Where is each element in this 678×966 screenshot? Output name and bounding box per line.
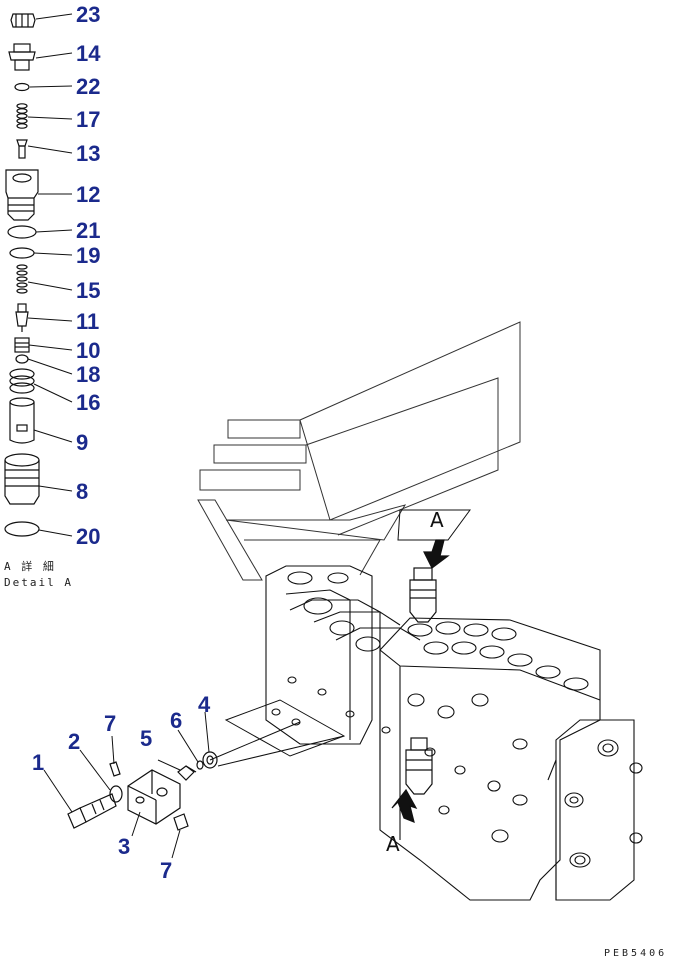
callout-14: 14 — [76, 41, 101, 66]
control-valve-assembly — [265, 565, 643, 901]
part-16-spring — [9, 368, 35, 394]
part-19-ring — [9, 247, 35, 259]
callout-23: 23 — [76, 2, 101, 27]
part-1-bolt — [67, 793, 117, 829]
part-6-orifice — [196, 760, 204, 770]
part-9-sleeve — [9, 397, 35, 444]
callout-12: 12 — [76, 182, 101, 207]
assembly-leaders — [43, 711, 210, 859]
detail-caption-en: Detail A — [4, 576, 73, 589]
part-10-piston — [14, 337, 30, 353]
callout-7-upper: 7 — [104, 711, 117, 736]
callout-7-lower: 7 — [160, 858, 173, 883]
part-13-poppet — [16, 139, 28, 159]
relief-valve-upper — [409, 539, 450, 623]
callout-22: 22 — [76, 74, 101, 99]
callout-9: 9 — [76, 430, 89, 455]
view-box-top — [397, 509, 471, 541]
part-7-screw-upper — [109, 761, 121, 777]
part-21-oring — [7, 225, 37, 239]
callout-11: 11 — [76, 309, 100, 334]
part-17-spring — [16, 103, 28, 129]
callout-17: 17 — [76, 107, 101, 132]
part-18-ring — [15, 354, 29, 364]
callout-21: 21 — [76, 218, 101, 243]
callout-18: 18 — [76, 362, 101, 387]
callout-5: 5 — [140, 726, 153, 751]
callout-16: 16 — [76, 390, 101, 415]
callout-15: 15 — [76, 278, 101, 303]
callout-2: 2 — [68, 729, 81, 754]
part-3-block — [127, 769, 181, 825]
detail-caption-jp: A 詳 細 — [4, 560, 56, 573]
callout-4: 4 — [198, 692, 211, 717]
part-14-plug — [8, 43, 36, 71]
part-4-plug — [202, 751, 218, 769]
callout-13: 13 — [76, 141, 101, 166]
callout-3: 3 — [118, 834, 131, 859]
part-15-spring — [16, 264, 28, 294]
part-20-oring — [4, 521, 40, 537]
callout-8: 8 — [76, 479, 89, 504]
view-marker-a-top: A — [430, 508, 444, 532]
part-22-oring — [14, 82, 30, 92]
detail-leaders — [27, 13, 73, 537]
callout-1: 1 — [32, 750, 45, 775]
part-7-screw-lower — [173, 813, 189, 831]
logo-watermark — [197, 321, 521, 581]
part-23-cap — [10, 13, 36, 28]
callout-6: 6 — [170, 708, 183, 733]
part-12-sleeve — [5, 169, 39, 221]
drawing-code: PEB5406 — [604, 948, 668, 959]
detail-a-drawing — [4, 13, 73, 537]
part-8-body — [4, 453, 40, 505]
callout-20: 20 — [76, 524, 101, 549]
small-parts-drawing — [43, 699, 346, 859]
relief-valve-lower — [391, 737, 433, 823]
part-5-fitting — [177, 765, 197, 781]
view-marker-a-bottom: A — [386, 832, 400, 856]
callout-19: 19 — [76, 243, 101, 268]
callout-10: 10 — [76, 338, 101, 363]
part-2-washer — [109, 785, 123, 803]
part-11-piston — [15, 303, 29, 332]
